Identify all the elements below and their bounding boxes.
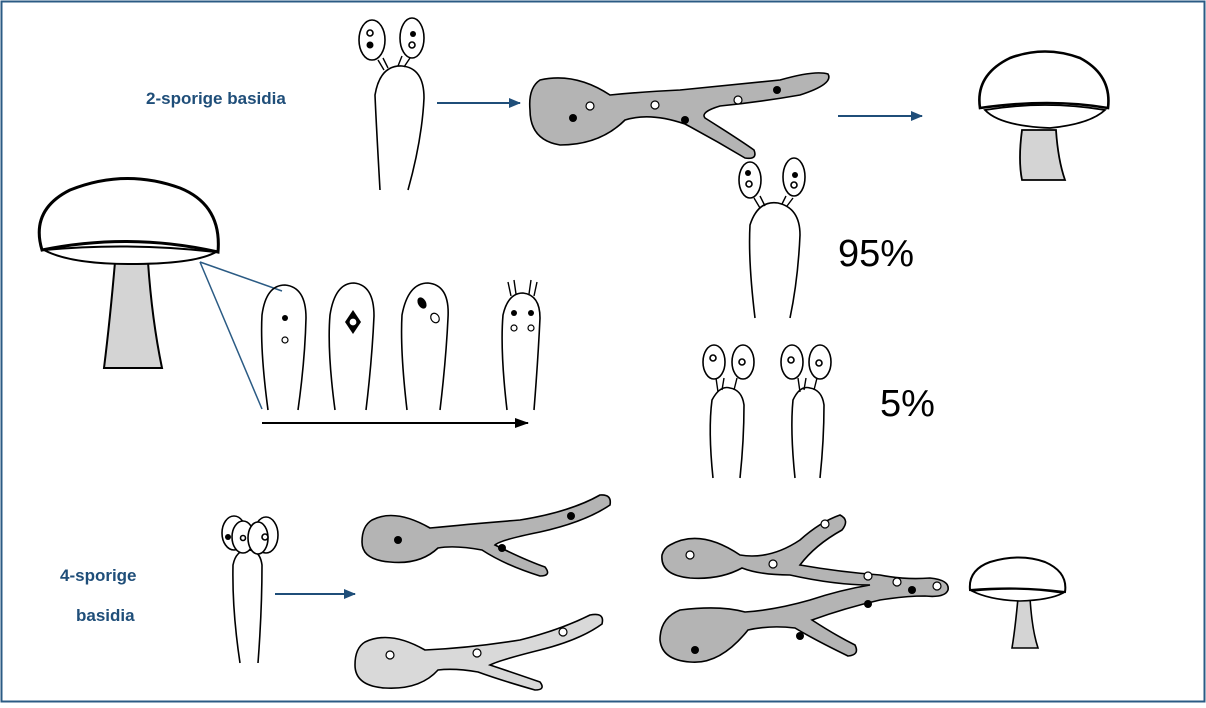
four-spore-basidium (222, 516, 278, 663)
two-spore-basidium (359, 18, 424, 190)
mycelium-bottom-lower (355, 614, 603, 690)
basidium-95 (739, 158, 805, 318)
basidium-stage-2 (329, 283, 374, 410)
mycelium-bottom-upper (362, 495, 610, 576)
mushroom-top-right (979, 52, 1108, 181)
percent-95-label: 95% (838, 233, 914, 276)
mycelium-top (530, 73, 829, 158)
basidium-stage-1 (262, 285, 306, 410)
basidium-stage-3 (402, 283, 449, 410)
label-four-spore-line2: basidia (76, 606, 135, 626)
label-two-spore-basidia: 2-sporige basidia (146, 89, 286, 109)
percent-5-label: 5% (880, 383, 935, 426)
zoom-line-upper (200, 262, 282, 291)
mycelium-fused (660, 515, 948, 662)
zoom-line-lower (200, 262, 262, 409)
label-four-spore-line1: 4-sporige (60, 566, 137, 586)
mushroom-bottom-right (970, 558, 1066, 649)
basidia-5 (703, 345, 831, 478)
mushroom-large-left (39, 178, 218, 368)
basidium-stage-4 (502, 280, 540, 410)
